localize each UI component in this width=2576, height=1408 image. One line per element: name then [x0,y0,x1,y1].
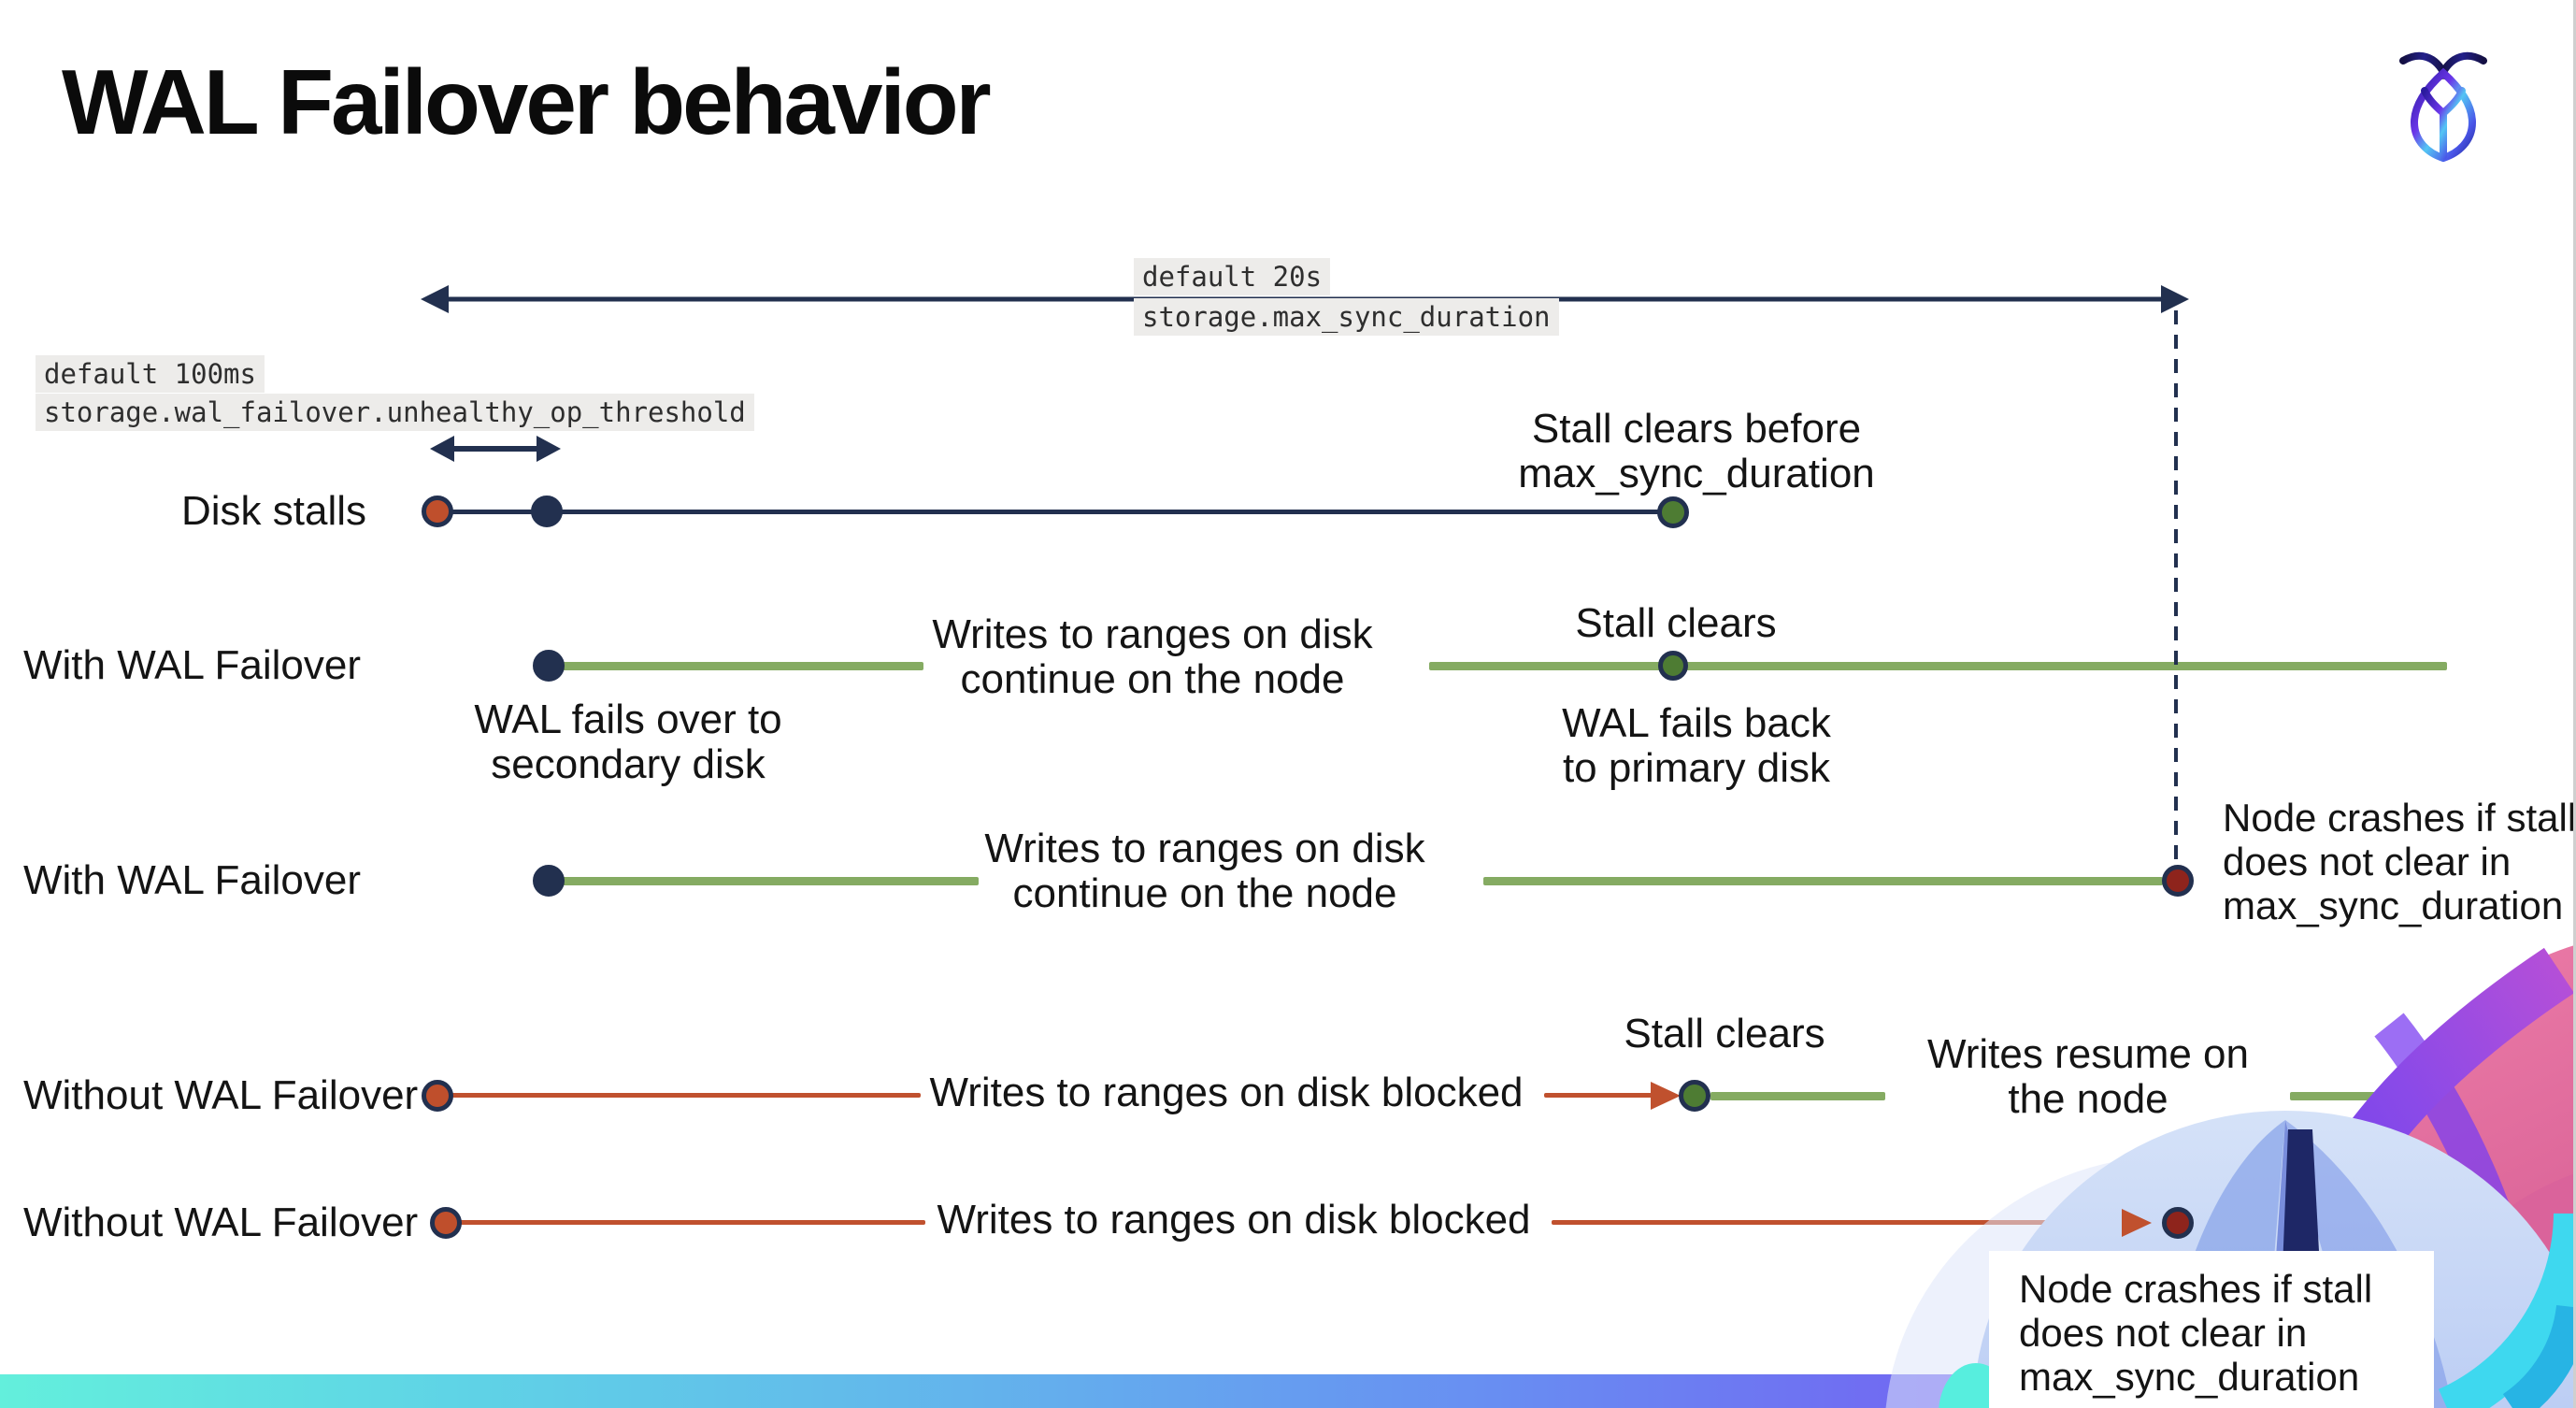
page-title: WAL Failover behavior [62,50,992,153]
max-sync-default-tag: default 20s [1134,258,1331,295]
row-label-with-wal-2: With WAL Failover [23,857,362,903]
blocked-arrowhead-row5 [2122,1209,2152,1237]
node-crashes-label-row3: Node crashes if stall does not clear in … [2223,796,2576,927]
writes-resume-label: Writes resume on the node [1927,1031,2249,1122]
stall-clears-dot-row2 [1658,651,1688,681]
writes-blocked-label-row5: Writes to ranges on disk blocked [937,1197,1531,1243]
failover-threshold-dot [531,496,563,527]
stall-clears-label-row4: Stall clears [1624,1011,1825,1056]
crash-callout-box [1989,1251,2434,1408]
node-crash-dot-row5 [2162,1207,2194,1239]
stall-clears-before-label: Stall clears before max_sync_duration [1518,406,1875,496]
wal-fails-back-label: WAL fails back to primary disk [1562,700,1831,791]
unhealthy-op-default-tag: default 100ms [36,355,265,393]
writes-continue-line-row3a [561,877,979,885]
stall-start-dot-row5 [430,1207,462,1239]
stall-clears-dot-row1 [1657,496,1689,528]
writes-blocked-line-row4 [451,1093,921,1098]
slide-right-border [2573,0,2576,1408]
writes-continue-label-row2: Writes to ranges on disk continue on the… [932,611,1373,702]
writes-continue-line-row3b [1483,877,2163,885]
unhealthy-op-threshold-arrow [428,430,563,467]
row-label-with-wal-1: With WAL Failover [23,642,362,688]
writes-blocked-label-row4: Writes to ranges on disk blocked [929,1070,1524,1115]
stall-clears-dot-row4 [1679,1080,1710,1112]
stall-clears-label-row2: Stall clears [1575,600,1777,646]
failover-dot-row2 [533,650,565,682]
row-label-without-wal-2: Without WAL Failover [23,1200,419,1245]
row-label-disk-stalls: Disk stalls [180,488,366,534]
stall-start-dot [422,496,453,527]
writes-resume-line-row4a [1710,1092,1885,1100]
node-crash-dot-row3 [2162,865,2194,897]
writes-continue-label-row3: Writes to ranges on disk continue on the… [984,826,1425,916]
cockroachdb-logo-icon [2398,45,2488,163]
writes-resume-line-row4b [2290,1092,2449,1100]
wal-fails-over-label: WAL fails over to secondary disk [474,697,782,787]
writes-continue-line-row2b [1429,662,2447,670]
writes-blocked-line-row5 [458,1220,925,1225]
node-crashes-label-row5: Node crashes if stall does not clear in … [2019,1267,2373,1399]
unhealthy-op-setting-tag: storage.wal_failover.unhealthy_op_thresh… [36,394,754,431]
row-label-without-wal-1: Without WAL Failover [23,1072,419,1118]
blocked-arrowhead-row4 [1651,1082,1681,1110]
blocked-arrow-line-row5 [1552,1220,2124,1225]
max-sync-dashed-drop-line [2174,310,2178,868]
failover-dot-row3 [533,865,565,897]
blocked-arrow-line-row4 [1544,1093,1653,1098]
writes-continue-line-row2a [561,662,923,670]
max-sync-setting-tag: storage.max_sync_duration [1134,298,1559,336]
disk-stall-timeline [437,510,1673,514]
stall-start-dot-row4 [422,1080,453,1112]
